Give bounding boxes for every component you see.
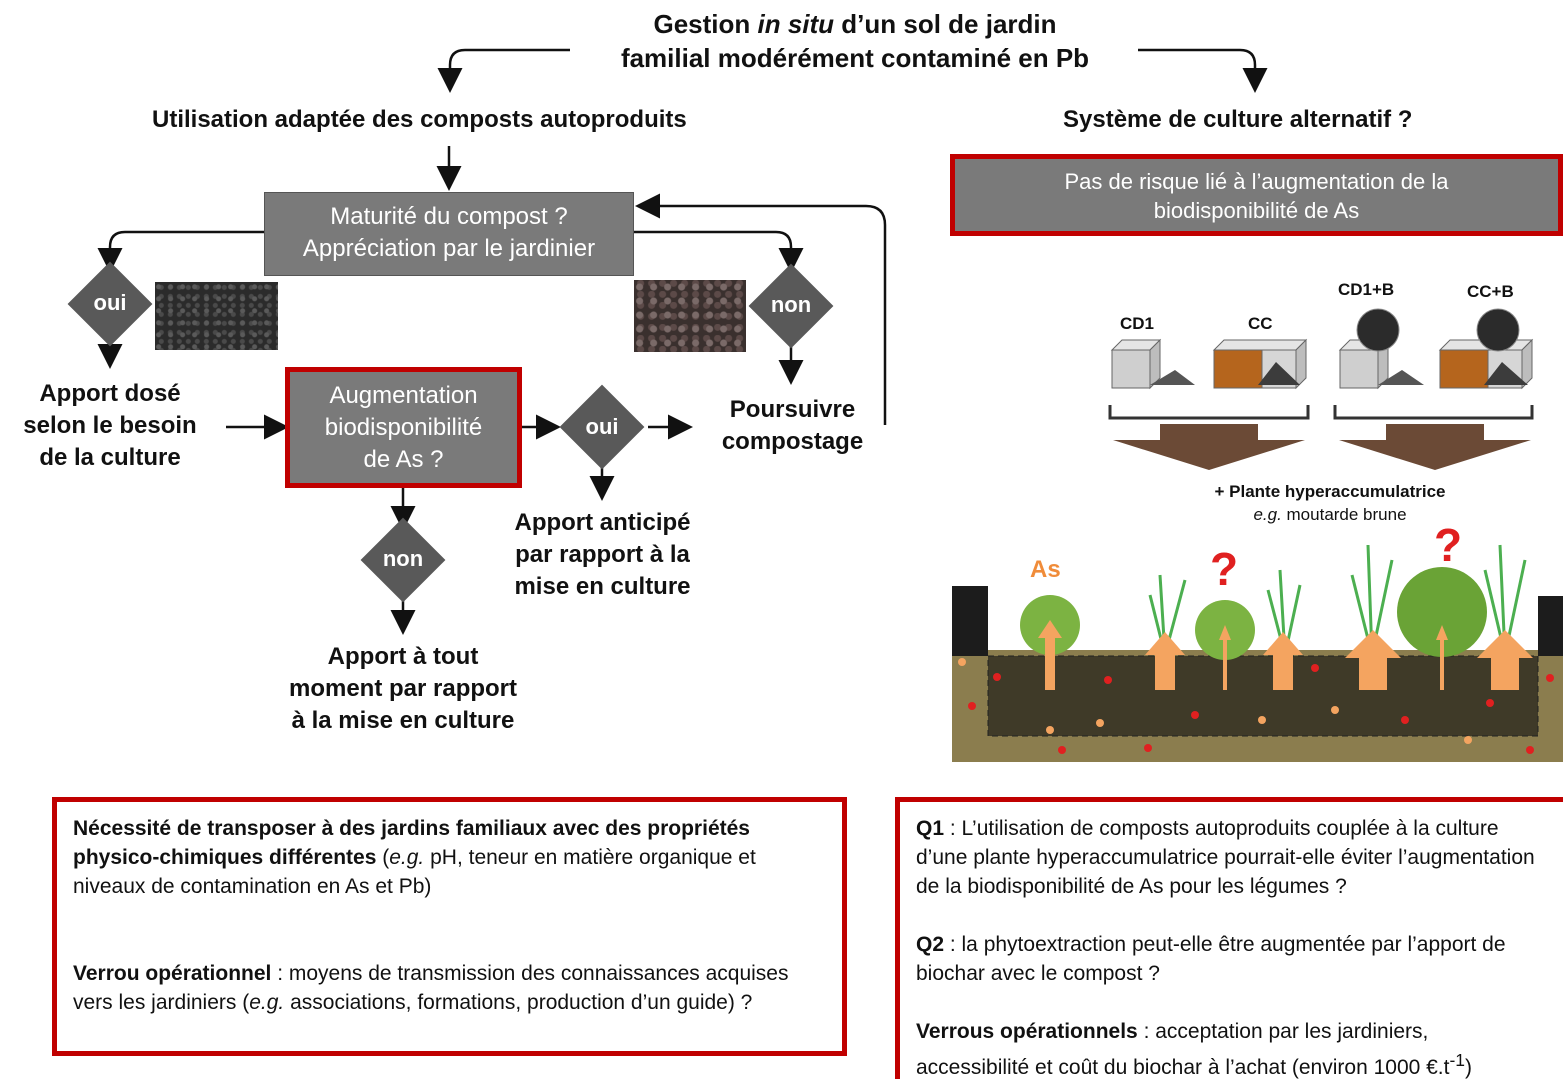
label-cd1b: CD1+B [1338,280,1395,299]
cube-cd1b [1338,308,1424,390]
note-right-verrous: Verrous opérationnels : acceptation par … [916,1020,1473,1079]
note-right: Q1 : L’utilisation de composts autoprodu… [895,797,1563,1079]
note-left-p2: Verrou opérationnel : moyens de transmis… [73,962,789,1014]
cube-cc [1212,338,1308,390]
label-ccb: CC+B [1467,282,1514,301]
note-left: Nécessité de transposer à des jardins fa… [52,797,847,1056]
soil-scene [952,544,1563,762]
note-left-p1: Nécessité de transposer à des jardins fa… [73,817,756,898]
bracket-right [1333,405,1534,420]
oui-label-mid: oui [585,414,619,439]
label-cc: CC [1248,314,1273,333]
left-heading: Utilisation adaptée des composts autopro… [152,106,687,133]
label-cd1: CD1 [1120,314,1155,333]
plante-label: + Plante hyperaccumulatrice e.g. moutard… [1214,482,1446,524]
cube-cd1 [1110,338,1195,390]
apport-anticipe-node: Apport anticipé par rapport à la mise en… [514,509,691,600]
compost-immature-photo [634,280,746,352]
big-arrow-right [1339,424,1531,470]
right-heading: Système de culture alternatif ? [1063,106,1413,133]
oui-label-left: oui [93,290,127,315]
title-italic: in situ [757,9,835,39]
question-mark-1: ? [1210,543,1239,595]
non-label-bottom: non [382,546,424,571]
apport-dose-node: Apport dosé selon le besoin de la cultur… [23,380,197,471]
risk-box: Pas de risque lié à l’augmentation de la… [950,154,1563,236]
note-right-q1: Q1 : L’utilisation de composts autoprodu… [916,817,1535,898]
compost-mature-photo [155,282,278,350]
poursuivre-node: Poursuivre compostage [721,396,864,455]
big-arrow-left [1113,424,1305,470]
eg-italic: e.g. [1253,505,1282,524]
bracket-left [1108,405,1310,420]
maturity-box: Maturité du compost ? Appréciation par l… [264,192,634,276]
question-mark-2: ? [1434,519,1463,571]
augmentation-box: Augmentation biodisponibilité de As ? [285,367,522,488]
non-label-right: non [770,292,812,317]
note-right-q2: Q2 : la phytoextraction peut-elle être a… [916,933,1506,985]
apport-tout-node: Apport à tout moment par rapport à la mi… [288,643,518,734]
main-title: Gestion in situ d’un sol de jardin famil… [620,9,1090,73]
cube-ccb [1438,308,1534,390]
as-label: As [1030,556,1061,583]
